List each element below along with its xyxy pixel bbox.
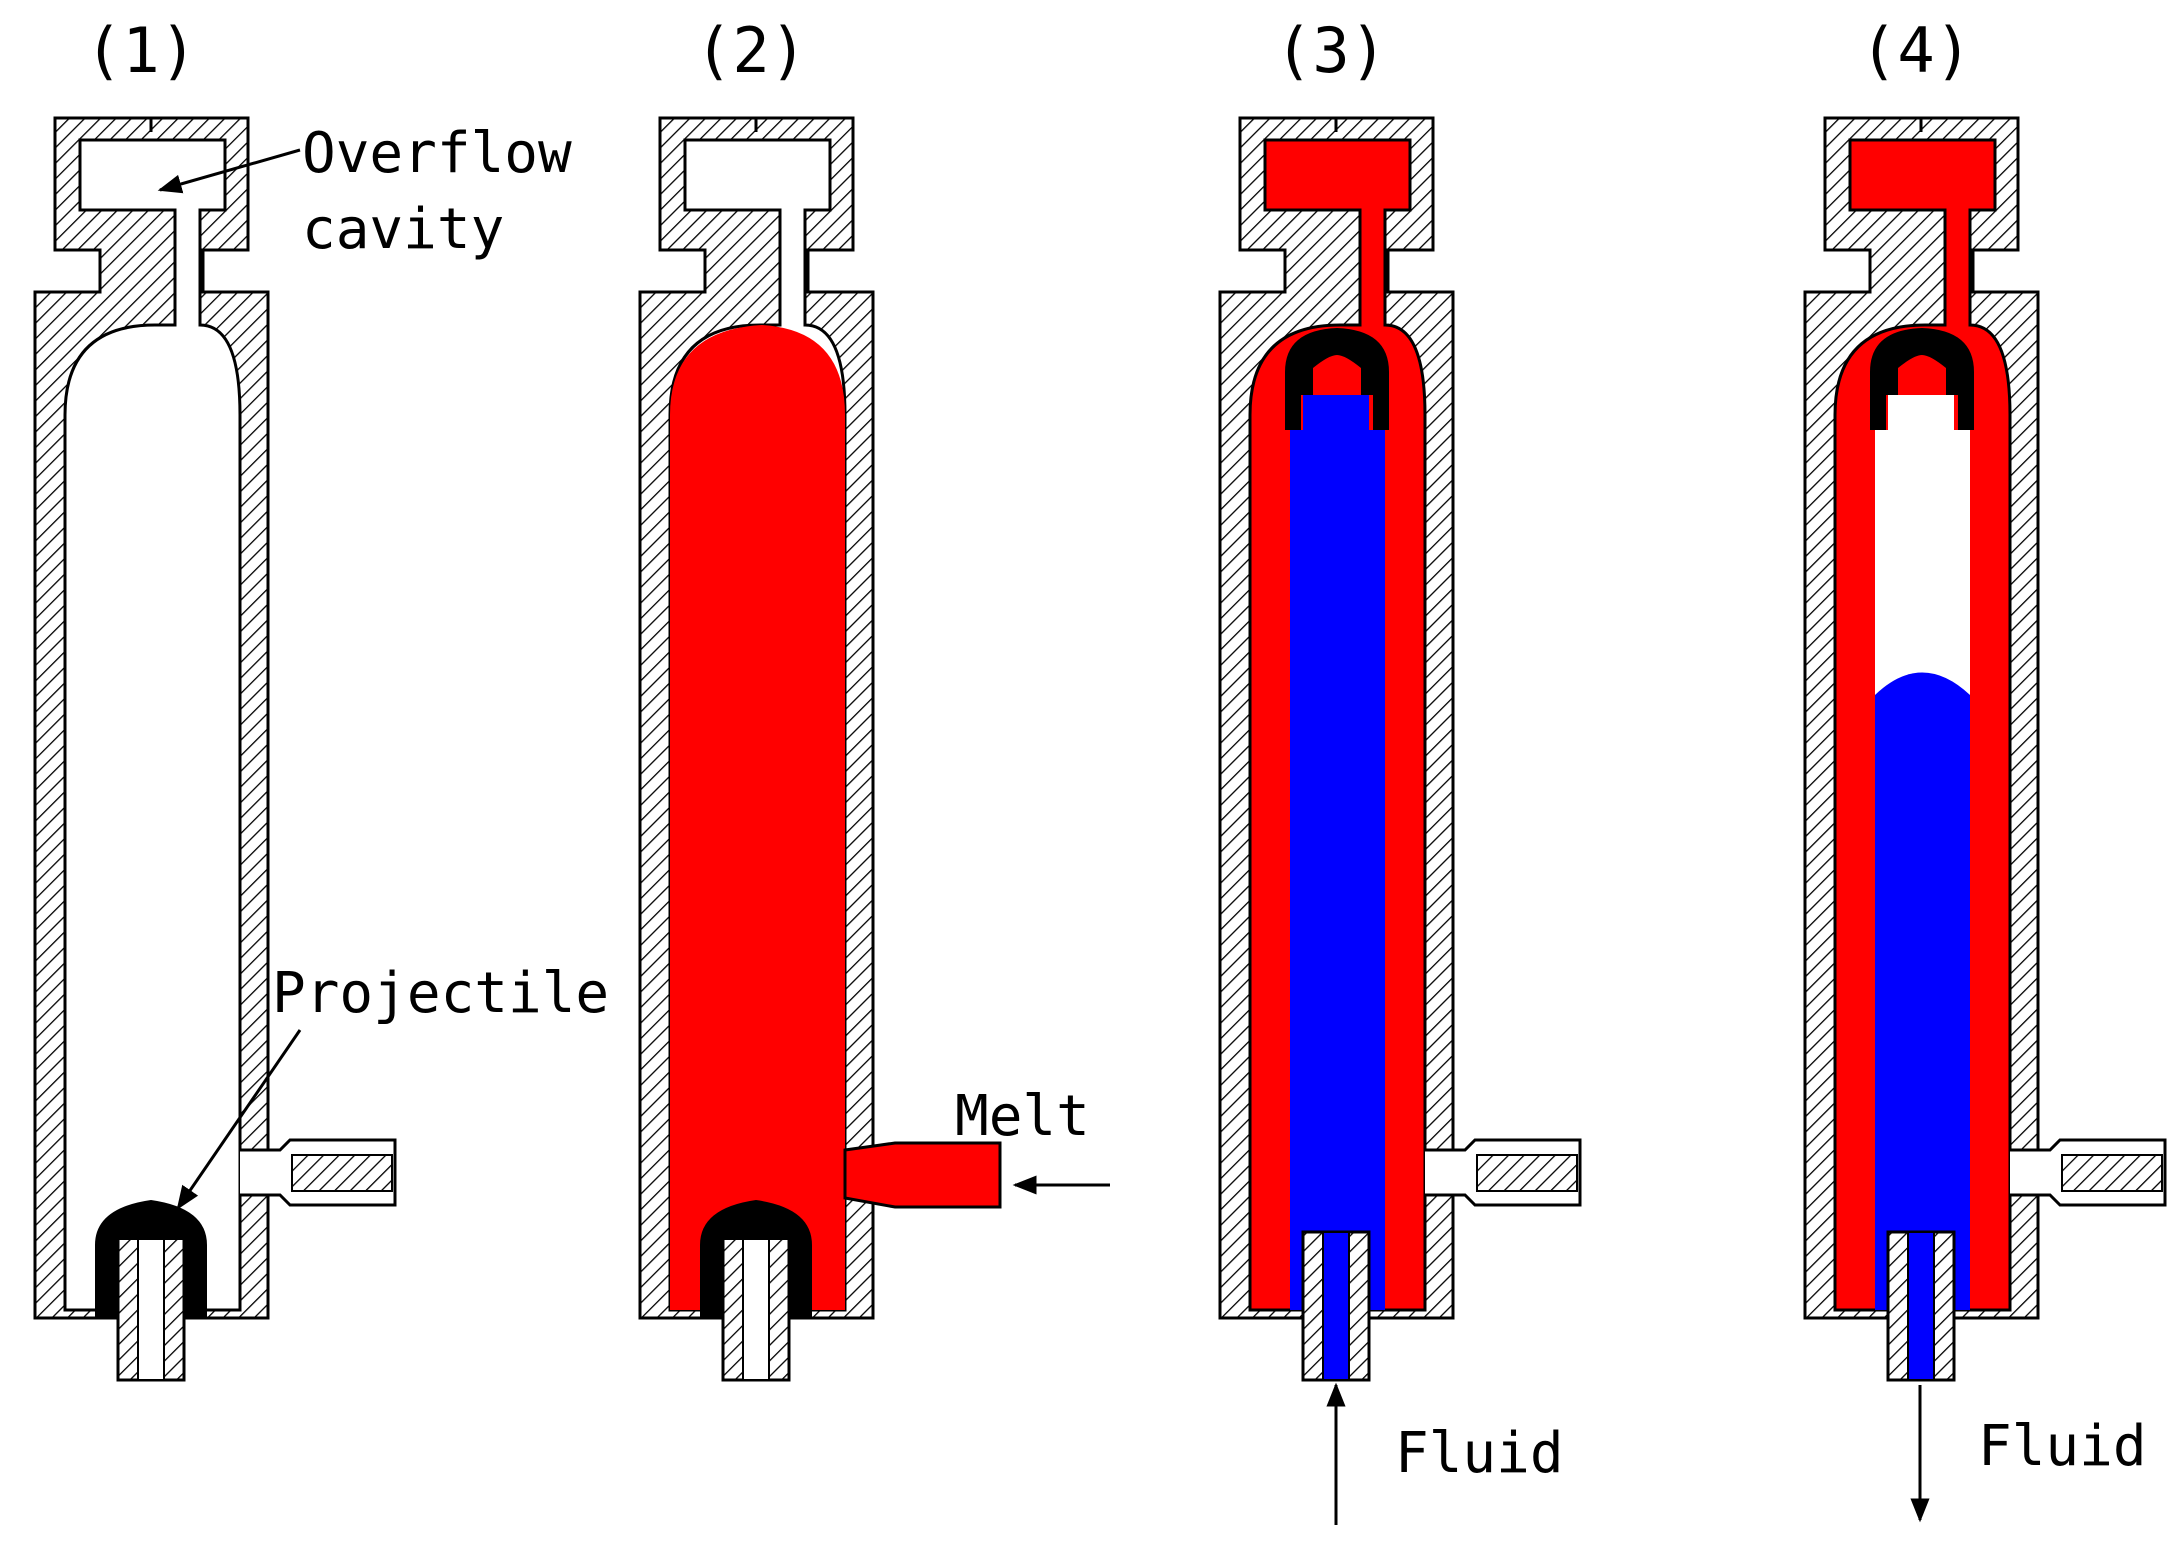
stage-1-label: (1) bbox=[85, 14, 197, 87]
overflow-leader-line bbox=[157, 148, 301, 194]
fluid-in-label: Fluid bbox=[1395, 1421, 1564, 1486]
melt-fill bbox=[670, 325, 845, 1310]
projectile-shape bbox=[95, 1200, 207, 1318]
projectile-label: Projectile bbox=[272, 961, 609, 1026]
fluid-remaining bbox=[1875, 672, 1970, 1310]
stage-2-mold bbox=[638, 116, 1002, 1382]
stage-4-label: (4) bbox=[1860, 14, 1972, 87]
stage-3-label: (3) bbox=[1275, 14, 1387, 87]
projectile-leader-line bbox=[176, 1029, 302, 1210]
projectile-shape bbox=[1870, 328, 1974, 430]
stage-2-label: (2) bbox=[695, 14, 807, 87]
stage-4-mold bbox=[1803, 116, 2167, 1382]
fluid-core bbox=[1290, 395, 1385, 1310]
projectile-shape bbox=[1285, 328, 1389, 430]
stage-1-mold bbox=[33, 116, 397, 1382]
fluid-out-label: Fluid bbox=[1978, 1414, 2147, 1479]
melt-label: Melt bbox=[955, 1084, 1090, 1149]
overflow-cavity-label-line2: cavity bbox=[302, 197, 504, 262]
stage-3-mold bbox=[1218, 116, 1582, 1382]
overflow-cavity-label-line1: Overflow bbox=[302, 121, 572, 186]
